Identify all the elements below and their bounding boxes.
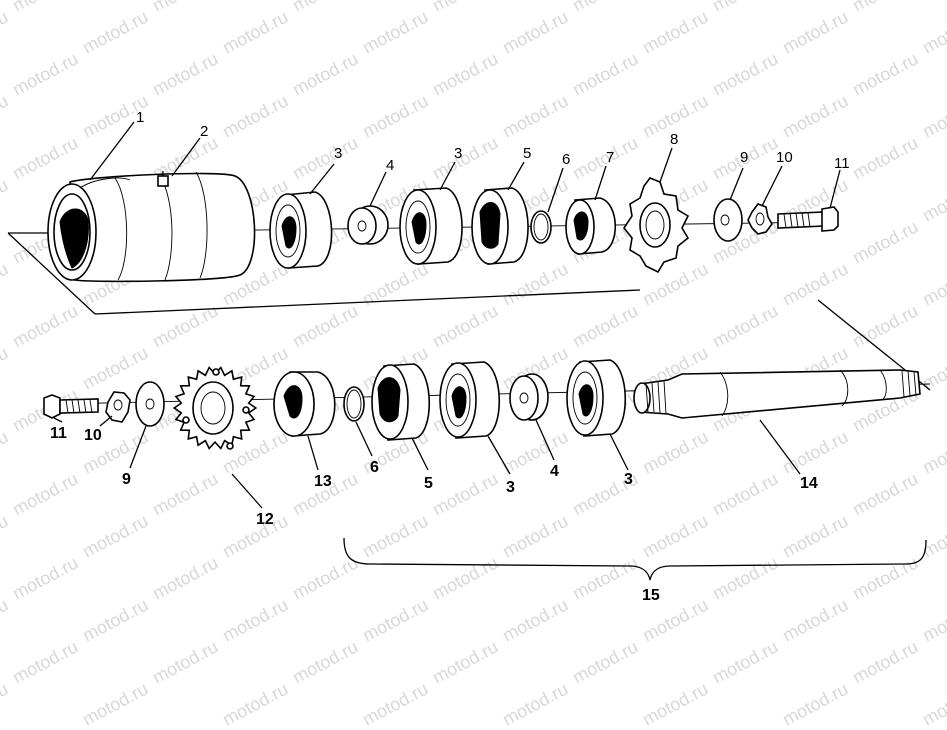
callout-4: 4 <box>550 463 559 480</box>
sleeve-ring-part-5-lower <box>371 363 431 441</box>
spacer-washer-part-4-lower <box>509 373 549 421</box>
seal-part-13 <box>273 371 336 437</box>
callout-13: 13 <box>314 473 332 490</box>
callout-11: 11 <box>50 425 67 442</box>
callout-9: 9 <box>122 471 131 488</box>
callout-10: 10 <box>84 427 102 444</box>
callout-4: 4 <box>386 157 394 174</box>
bearing-part-3-lower-a <box>439 361 501 439</box>
washer-part-9-upper <box>713 198 743 242</box>
bearing-part-3-upper-b <box>399 187 463 265</box>
callout-12: 12 <box>256 511 274 528</box>
grease-fitting-part-2 <box>157 171 169 187</box>
spacer-washer-part-4-upper <box>347 205 389 245</box>
seal-part-7 <box>565 197 617 255</box>
callout-3: 3 <box>454 145 462 162</box>
small-sprocket-part-8 <box>623 177 690 274</box>
callout-9: 9 <box>740 149 748 166</box>
callout-6: 6 <box>562 151 570 168</box>
callout-10: 10 <box>776 149 793 166</box>
exploded-parts-diagram: 1 2 3 4 3 5 6 7 8 9 10 11 11 10 9 12 13 … <box>7 109 931 604</box>
callout-2: 2 <box>200 123 208 140</box>
assembly-bracket <box>343 537 927 581</box>
callout-14: 14 <box>800 475 818 492</box>
callout-11: 11 <box>834 155 850 172</box>
o-ring-part-6-upper <box>530 210 552 244</box>
callout-3: 3 <box>624 471 633 488</box>
o-ring-part-6-lower <box>343 386 365 422</box>
callout-6: 6 <box>370 459 379 476</box>
bolt-part-11-upper <box>777 206 839 232</box>
bearing-part-3-lower-b <box>566 359 627 437</box>
callout-3: 3 <box>506 479 515 496</box>
callout-3: 3 <box>334 145 342 162</box>
callout-7: 7 <box>606 149 614 166</box>
bearing-part-3-upper-a <box>269 191 333 269</box>
bolt-part-11-lower <box>43 394 99 419</box>
callout-1: 1 <box>136 109 144 126</box>
callout-8: 8 <box>670 131 678 148</box>
lock-washer-part-10-upper <box>747 203 773 235</box>
callout-5: 5 <box>424 475 433 492</box>
washer-part-9-lower <box>135 381 165 427</box>
large-sprocket-part-12 <box>172 366 258 450</box>
eccentric-housing-part-1 <box>47 171 256 283</box>
lock-washer-part-10-lower <box>105 391 131 423</box>
leader-lines <box>53 121 841 509</box>
callout-15: 15 <box>642 587 660 604</box>
sleeve-ring-part-5-upper <box>471 187 529 265</box>
callout-labels: 1 2 3 4 3 5 6 7 8 9 10 11 11 10 9 12 13 … <box>50 109 850 604</box>
callout-5: 5 <box>523 145 531 162</box>
splined-shaft-part-14 <box>633 369 921 419</box>
